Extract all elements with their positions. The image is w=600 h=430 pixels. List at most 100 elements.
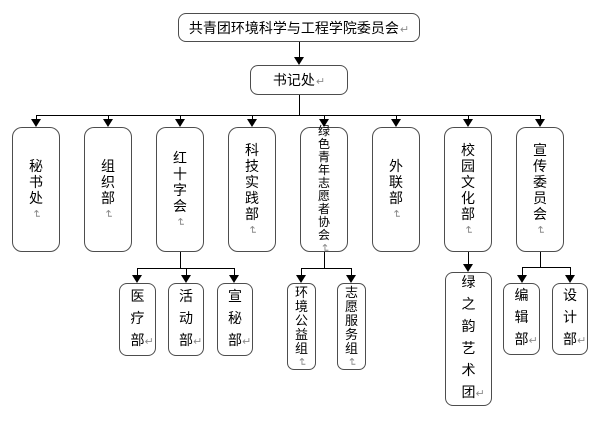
dept-box-sci-tech-practice: 科技实践部↵ xyxy=(228,127,276,252)
connector-drop xyxy=(351,268,352,276)
leaf-box-editorial: 编辑部↵ xyxy=(503,283,540,355)
leaf-box-volunteer-service-group: 志愿服务组↵ xyxy=(337,283,366,370)
dept-label-text: 红十字会 xyxy=(173,151,187,215)
paragraph-mark-icon: ↵ xyxy=(534,224,547,235)
leaf-label: 志愿服务组↵ xyxy=(345,284,359,368)
leaf-label-text: 志愿服务组 xyxy=(345,284,359,356)
dept-label: 红十字会↵ xyxy=(173,152,187,228)
dept-label-text: 校园文化部 xyxy=(461,143,475,223)
arrowhead-down-icon xyxy=(346,275,356,283)
paragraph-mark-icon: ↵ xyxy=(390,208,403,219)
arrowhead-down-icon xyxy=(463,264,473,272)
leaf-label-text: 设计部 xyxy=(563,289,577,348)
arrowhead-down-icon xyxy=(181,275,191,283)
root-label: 共青团环境科学与工程学院委员会↵ xyxy=(189,18,409,38)
leaf-label-text: 活动部 xyxy=(179,289,193,349)
leaf-label: 设计部↵ xyxy=(563,289,587,348)
connector-drop xyxy=(324,115,325,121)
connector-root-secretariat xyxy=(299,42,300,58)
connector-drop xyxy=(108,115,109,121)
connector-drop xyxy=(522,267,523,276)
connector-drop xyxy=(301,268,302,276)
connector-drop xyxy=(468,115,469,121)
arrowhead-down-icon xyxy=(247,119,257,127)
paragraph-mark-icon: ↵ xyxy=(102,208,115,219)
dept-label: 秘书处↵ xyxy=(29,160,43,220)
root-label-text: 共青团环境科学与工程学院委员会 xyxy=(188,21,399,37)
dept-label: 绿色青年志愿者协会↵ xyxy=(318,125,331,254)
leaf-label-text: 医疗部 xyxy=(130,289,145,349)
dept-box-external-liaison: 外联部↵ xyxy=(372,127,420,252)
paragraph-mark-icon: ↵ xyxy=(399,22,410,36)
dept-label-text: 组织部 xyxy=(101,159,115,207)
arrowhead-down-icon xyxy=(132,275,142,283)
paragraph-mark-icon: ↵ xyxy=(30,208,43,219)
connector-volunteer-stem xyxy=(324,252,325,268)
connector-department-bus xyxy=(36,115,541,116)
dept-box-campus-culture: 校园文化部↵ xyxy=(444,127,492,252)
arrowhead-down-icon xyxy=(535,119,545,127)
leaf-label: 环境公益组↵ xyxy=(295,285,309,368)
connector-red-cross-stem xyxy=(180,252,181,268)
dept-label: 科技实践部↵ xyxy=(245,144,259,236)
connector-drop xyxy=(396,115,397,121)
arrowhead-down-icon xyxy=(319,119,329,127)
connector-drop xyxy=(186,268,187,276)
dept-box-publicity-committee: 宣传委员会↵ xyxy=(516,127,564,252)
dept-label: 校园文化部↵ xyxy=(461,144,475,236)
leaf-label-text: 宣秘部 xyxy=(228,289,242,349)
leaf-label: 医疗部↵ xyxy=(130,289,154,349)
connector-drop xyxy=(36,115,37,121)
arrowhead-down-icon xyxy=(103,119,113,127)
connector-drop xyxy=(180,115,181,121)
arrowhead-down-icon xyxy=(31,119,41,127)
leaf-box-publicity-secretarial: 宣秘部↵ xyxy=(217,283,253,356)
arrowhead-down-icon xyxy=(294,57,304,65)
dept-label-text: 科技实践部 xyxy=(245,143,259,223)
dept-box-organization: 组织部↵ xyxy=(84,127,132,252)
paragraph-mark-icon: ↵ xyxy=(295,356,309,367)
leaf-label: 宣秘部↵ xyxy=(228,289,252,349)
dept-box-secretariat-office: 秘书处↵ xyxy=(12,127,60,252)
paragraph-mark-icon: ↵ xyxy=(345,356,359,367)
leaf-label-text: 编辑部 xyxy=(514,289,529,348)
root-box: 共青团环境科学与工程学院委员会↵ xyxy=(178,13,420,42)
leaf-box-green-rhyme-art-troupe: 绿之韵艺术团↵ xyxy=(445,272,492,406)
dept-label-text: 秘书处 xyxy=(29,159,43,207)
secretariat-label: 书记处↵ xyxy=(273,70,325,90)
leaf-label: 活动部↵ xyxy=(179,289,203,349)
dept-box-green-youth-volunteer-assoc: 绿色青年志愿者协会↵ xyxy=(300,125,348,254)
leaf-box-activity: 活动部↵ xyxy=(168,283,204,356)
connector-volunteer-bus xyxy=(301,268,352,269)
connector-publicity-stem xyxy=(540,252,541,267)
dept-label: 组织部↵ xyxy=(101,160,115,220)
connector-drop xyxy=(252,115,253,121)
arrowhead-down-icon xyxy=(463,119,473,127)
dept-box-red-cross: 红十字会↵ xyxy=(156,127,204,252)
paragraph-mark-icon: ↵ xyxy=(315,75,326,88)
arrowhead-down-icon xyxy=(175,119,185,127)
arrowhead-down-icon xyxy=(517,275,527,283)
arrowhead-down-icon xyxy=(229,275,239,283)
arrowhead-down-icon xyxy=(296,275,306,283)
leaf-box-design: 设计部↵ xyxy=(552,283,588,355)
dept-label-text: 绿色青年志愿者协会 xyxy=(317,124,330,242)
paragraph-mark-icon: ↵ xyxy=(462,224,475,235)
arrowhead-down-icon xyxy=(391,119,401,127)
arrowhead-down-icon xyxy=(565,275,575,283)
paragraph-mark-icon: ↵ xyxy=(174,216,187,227)
connector-culture-stem xyxy=(468,252,469,265)
connector-secretariat-stem xyxy=(299,95,300,115)
dept-label-text: 外联部 xyxy=(389,159,403,207)
leaf-label-text: 绿之韵艺术团 xyxy=(461,276,476,401)
leaf-label: 绿之韵艺术团↵ xyxy=(461,276,485,401)
leaf-box-env-welfare-group: 环境公益组↵ xyxy=(287,283,316,370)
connector-drop xyxy=(234,268,235,276)
leaf-box-medical: 医疗部↵ xyxy=(119,283,156,356)
secretariat-label-text: 书记处 xyxy=(272,74,315,89)
secretariat-box: 书记处↵ xyxy=(250,65,348,95)
dept-label: 宣传委员会↵ xyxy=(533,144,547,236)
dept-label-text: 宣传委员会 xyxy=(533,143,547,223)
connector-publicity-bus xyxy=(522,267,571,268)
